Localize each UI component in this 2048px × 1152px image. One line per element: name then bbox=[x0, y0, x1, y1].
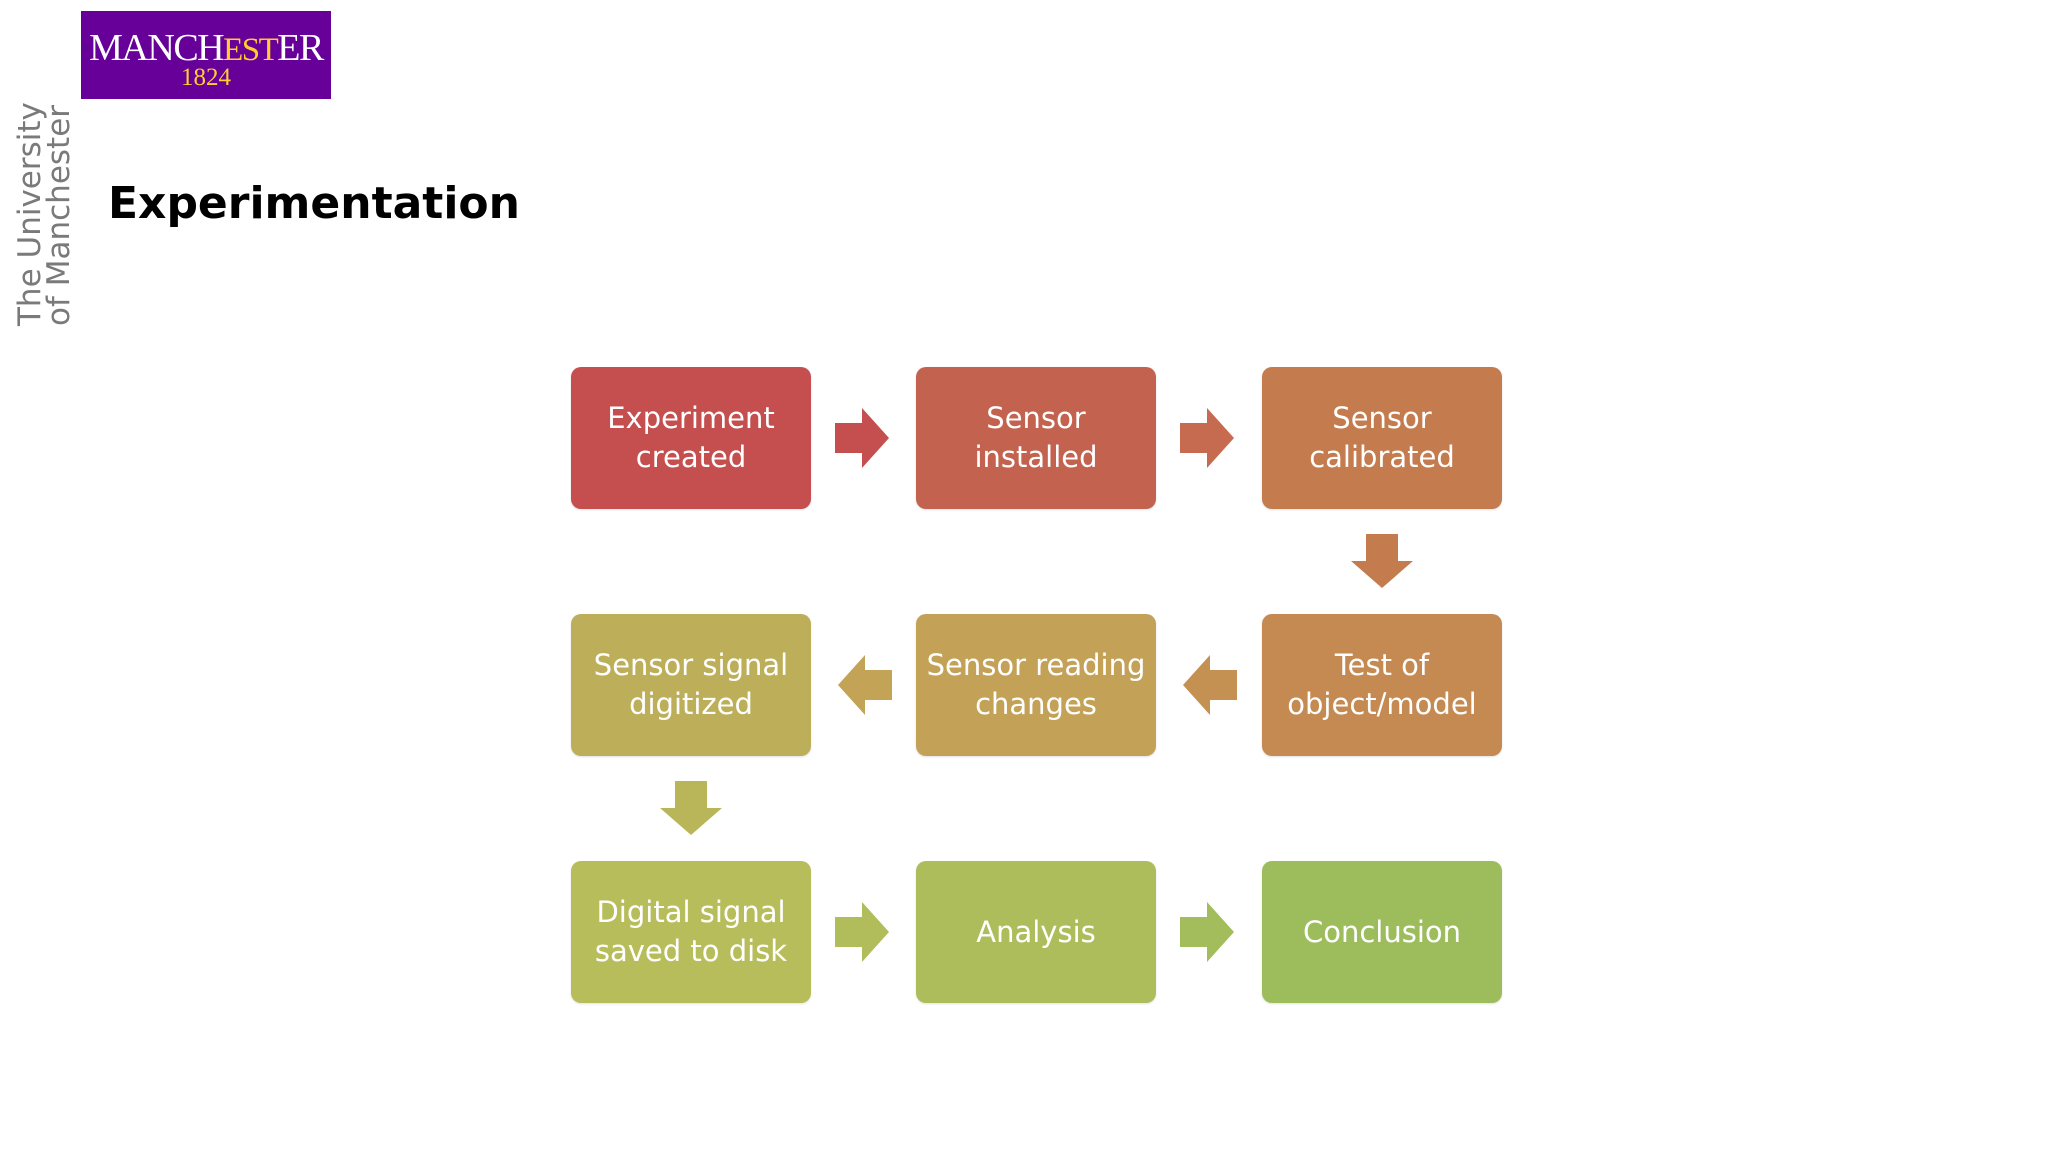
arrow-right-icon bbox=[835, 902, 889, 962]
arrow-down-icon bbox=[1351, 534, 1413, 588]
arrow-left-icon bbox=[1183, 655, 1237, 715]
university-name-line2: of Manchester bbox=[41, 104, 77, 326]
arrow-left-icon bbox=[838, 655, 892, 715]
logo-wordmark: MANCHESTER bbox=[89, 27, 324, 69]
university-name-vertical: The University of Manchester bbox=[12, 102, 77, 326]
arrow-right-icon bbox=[835, 408, 889, 468]
step-analysis: Analysis bbox=[916, 861, 1156, 1003]
logo-year: 1824 bbox=[181, 64, 231, 91]
step-conclusion: Conclusion bbox=[1262, 861, 1502, 1003]
arrow-down-icon bbox=[660, 781, 722, 835]
university-logo: MANCHESTER 1824 bbox=[81, 11, 331, 99]
page-title: Experimentation bbox=[108, 178, 520, 229]
arrow-right-icon bbox=[1180, 902, 1234, 962]
arrow-right-icon bbox=[1180, 408, 1234, 468]
